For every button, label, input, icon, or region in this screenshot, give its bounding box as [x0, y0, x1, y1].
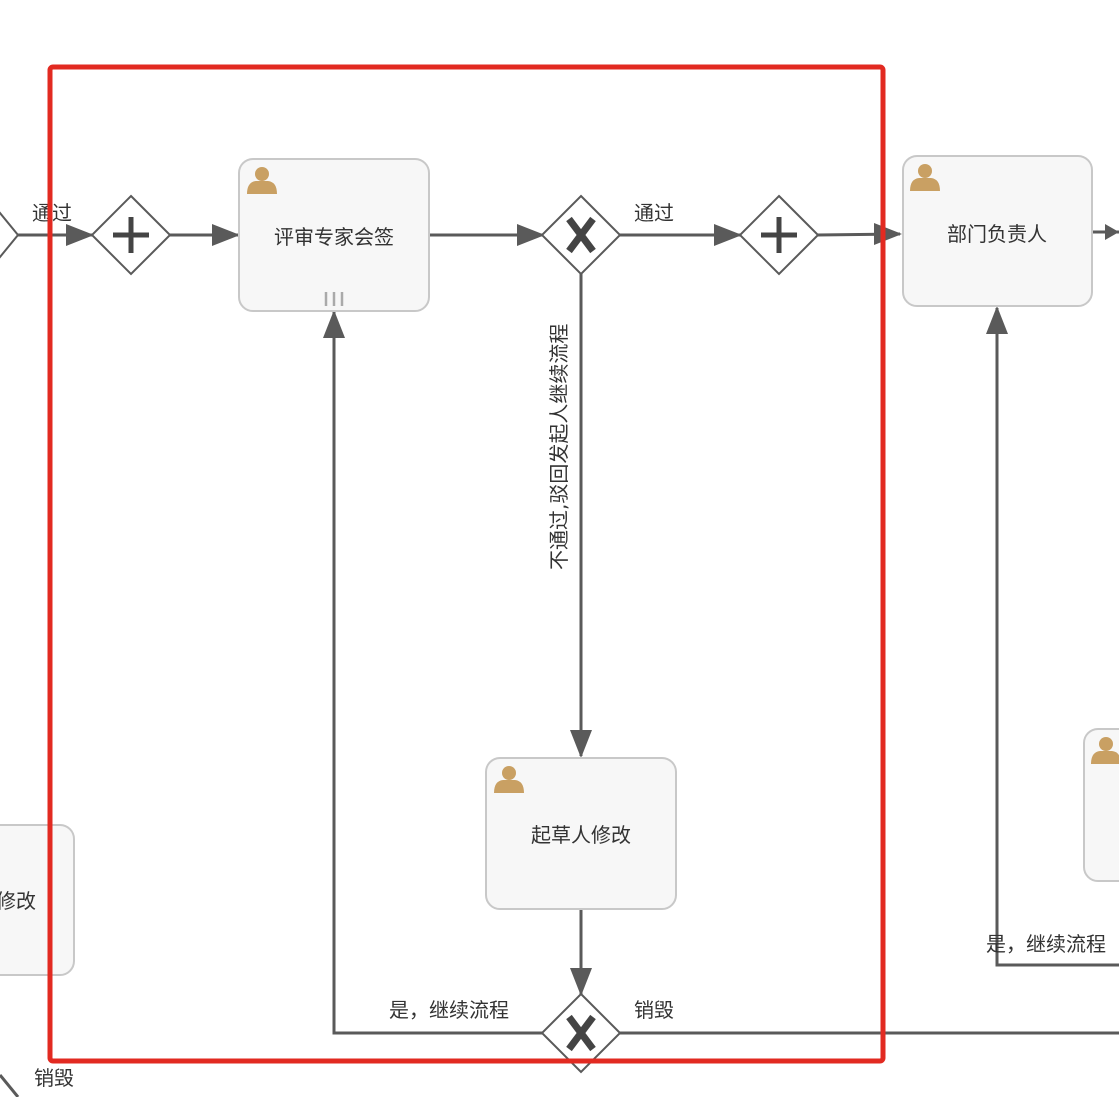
edge-label-destroy-left: 销毁 [34, 1066, 74, 1090]
arrowhead-dept-head-out [1105, 224, 1119, 240]
parallel-gateway-2[interactable] [738, 194, 820, 276]
arrowhead-into-parallel-1 [66, 224, 94, 246]
arrowhead-into-review [212, 224, 240, 246]
plus-icon [761, 217, 797, 253]
edge-bottom-left-partial[interactable] [0, 1074, 20, 1097]
edge-exclusive-bottom-to-review[interactable] [332, 312, 543, 1035]
plus-icon [113, 217, 149, 253]
multi-instance-icon [324, 292, 344, 306]
task-dept-head[interactable]: 部门负责人 [902, 155, 1093, 307]
exclusive-gateway-top[interactable] [540, 194, 622, 276]
arrowhead-into-review-bottom [323, 310, 345, 338]
parallel-gateway-1[interactable] [90, 194, 172, 276]
arrowhead-into-drafter [570, 730, 592, 758]
arrowhead-into-dept-head-bottom [986, 306, 1008, 334]
task-label: 评审专家会签 [274, 225, 394, 249]
x-icon [566, 216, 596, 254]
arrowhead-into-exclusive-top [517, 224, 545, 246]
task-review-countersign[interactable]: 评审专家会签 [238, 158, 430, 312]
edge-label-destroy-bottom: 销毁 [634, 998, 674, 1022]
x-icon [566, 1014, 596, 1052]
edge-label-reject: 不通过,驳回发起人继续流程 [547, 324, 571, 570]
edge-label-yes-continue-bottom: 是，继续流程 [389, 998, 509, 1022]
task-label: 修改 [0, 889, 36, 913]
arrowhead-into-exclusive-bottom [570, 968, 592, 996]
task-left-partial[interactable]: 修改 [0, 824, 75, 976]
gateway-left-partial[interactable] [0, 211, 20, 259]
task-drafter-modify[interactable]: 起草人修改 [485, 757, 677, 910]
edge-label-yes-continue-right: 是，继续流程 [986, 932, 1106, 956]
task-label: 起草人修改 [531, 823, 631, 847]
highlight-selection-box [47, 64, 886, 1064]
arrowhead-into-dept-head [874, 223, 902, 245]
task-right-partial[interactable] [1083, 728, 1119, 882]
task-label: 部门负责人 [947, 222, 1047, 246]
edge-right-loop-to-dept-head[interactable] [995, 308, 1119, 967]
edge-label-top-pass: 通过 [634, 201, 674, 225]
exclusive-gateway-bottom[interactable] [540, 992, 622, 1074]
arrowhead-into-parallel-2 [714, 224, 742, 246]
